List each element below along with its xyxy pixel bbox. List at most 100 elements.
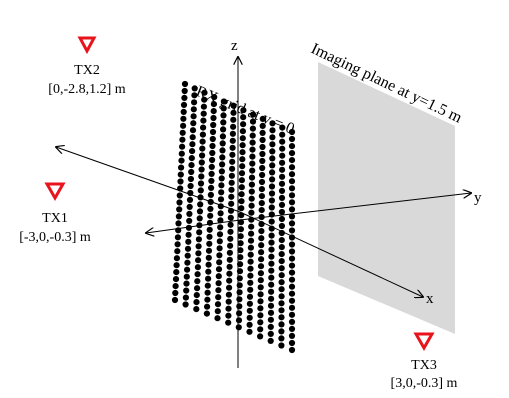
rx-antenna-dot xyxy=(236,268,244,275)
rx-antenna-dot xyxy=(268,267,275,274)
rx-antenna-dot xyxy=(267,316,274,323)
rx-antenna-dot xyxy=(197,180,205,187)
rx-antenna-dot xyxy=(257,326,264,333)
rx-antenna-dot xyxy=(210,101,217,108)
rx-antenna-dot xyxy=(278,272,285,279)
rx-antenna-dot xyxy=(288,283,296,290)
rx-antenna-dot xyxy=(288,339,296,347)
rx-antenna-dot xyxy=(259,136,266,144)
tx2: TX2 [0,-2.8,1.2] m xyxy=(48,36,126,97)
rx-antenna-dot xyxy=(259,150,266,158)
rx-antenna-dot xyxy=(199,138,206,145)
rx-antenna-dot xyxy=(217,224,224,231)
rx-antenna-dot xyxy=(208,177,215,184)
rx-antenna-dot xyxy=(249,118,257,125)
rx-antenna-dot xyxy=(246,314,253,321)
rx-antenna-dot xyxy=(228,200,235,207)
rx-antenna-dot xyxy=(247,244,254,251)
rx-antenna-dot xyxy=(257,270,264,277)
rx-antenna-dot xyxy=(258,242,265,249)
rx-antenna-dot xyxy=(219,140,226,147)
rx-antenna-dot xyxy=(174,234,181,241)
rx-antenna-dot xyxy=(268,246,275,253)
rx-antenna-dot xyxy=(258,207,265,214)
rx-antenna-dot xyxy=(268,281,275,288)
rx-antenna-dot xyxy=(216,238,223,245)
rx-antenna-dot xyxy=(197,201,204,208)
rx-antenna-dot xyxy=(204,282,211,289)
rx-antenna-dot xyxy=(258,193,265,200)
rx-antenna-dot xyxy=(199,131,206,138)
rx-antenna-dot xyxy=(175,213,182,220)
rx-antenna-dot xyxy=(199,152,206,159)
rx-antenna-dot xyxy=(235,324,242,331)
rx-antenna-dot xyxy=(175,220,182,227)
rx-antenna-dot xyxy=(215,294,222,301)
rx-antenna-dot xyxy=(288,346,296,354)
rx-antenna-dot xyxy=(189,148,196,155)
rx-antenna-dot xyxy=(186,210,193,217)
rx-antenna-dot xyxy=(196,208,204,215)
rx-antenna-dot xyxy=(225,291,232,298)
rx-antenna-dot xyxy=(288,192,296,199)
rx-antenna-dot xyxy=(288,262,296,269)
rx-antenna-dot xyxy=(171,296,179,304)
rx-antenna-dot xyxy=(288,311,296,318)
y-axis-negative xyxy=(146,219,241,233)
rx-antenna-dot xyxy=(259,171,266,179)
rx-antenna-dot xyxy=(204,303,211,310)
rx-antenna-dot xyxy=(189,134,196,141)
rx-antenna-dot xyxy=(257,263,265,270)
rx-antenna-dot xyxy=(228,193,235,200)
rx-antenna-dot xyxy=(288,290,296,297)
rx-antenna-dot xyxy=(172,276,180,283)
rx-antenna-dot xyxy=(257,305,264,312)
rx-antenna-dot xyxy=(184,259,191,266)
rx-antenna-dot xyxy=(205,268,212,275)
rx-antenna-dot xyxy=(259,122,266,129)
rx-antenna-dot xyxy=(228,186,235,193)
rx-antenna-dot xyxy=(178,150,185,157)
rx-antenna-dot xyxy=(268,288,275,295)
rx-antenna-dot xyxy=(257,291,264,298)
rx-antenna-dot xyxy=(198,166,205,173)
rx-antenna-dot xyxy=(288,332,296,339)
rx-antenna-dot xyxy=(267,330,274,337)
rx-antenna-dot xyxy=(184,245,192,252)
rx-antenna-dot xyxy=(288,220,296,227)
rx-antenna-dot xyxy=(237,219,245,226)
rx-antenna-dot xyxy=(191,99,198,106)
rx-antenna-dot xyxy=(278,286,285,293)
rx-antenna-dot xyxy=(226,249,233,256)
rx-antenna-dot xyxy=(236,296,243,303)
rx-antenna-dot xyxy=(238,170,246,177)
rx-antenna-dot xyxy=(279,166,286,173)
rx-antenna-dot xyxy=(205,254,212,261)
rx-antenna-dot xyxy=(248,181,255,188)
rx-antenna-dot xyxy=(288,269,296,276)
rx-antenna-dot xyxy=(240,121,247,128)
rx-antenna-dot xyxy=(228,172,235,179)
rx-antenna-dot xyxy=(240,107,247,114)
rx-antenna-dot xyxy=(258,186,265,193)
rx-antenna-dot xyxy=(196,222,203,229)
rx-antenna-dot xyxy=(237,247,244,254)
rx-antenna-dot xyxy=(239,135,246,142)
rx-antenna-dot xyxy=(278,237,285,244)
rx-antenna-dot xyxy=(176,199,183,206)
rx-antenna-dot xyxy=(239,163,246,170)
rx-antenna-dot xyxy=(269,141,276,148)
rx-antenna-dot xyxy=(206,233,213,240)
rx-antenna-dot xyxy=(267,337,274,344)
rx-antenna-dot xyxy=(268,190,276,197)
rx-antenna-dot xyxy=(229,144,236,151)
rx-antenna-dot xyxy=(206,226,213,233)
rx-antenna-dot xyxy=(225,305,232,312)
rx-antenna-dot xyxy=(201,89,208,96)
rx-antenna-dot xyxy=(258,178,266,186)
rx-antenna-dot xyxy=(189,127,197,134)
rx-antenna-dot xyxy=(268,253,275,260)
rx-antenna-dot xyxy=(288,157,296,164)
rx-antenna-dot xyxy=(188,162,195,169)
rx-antenna-dot xyxy=(217,217,224,224)
